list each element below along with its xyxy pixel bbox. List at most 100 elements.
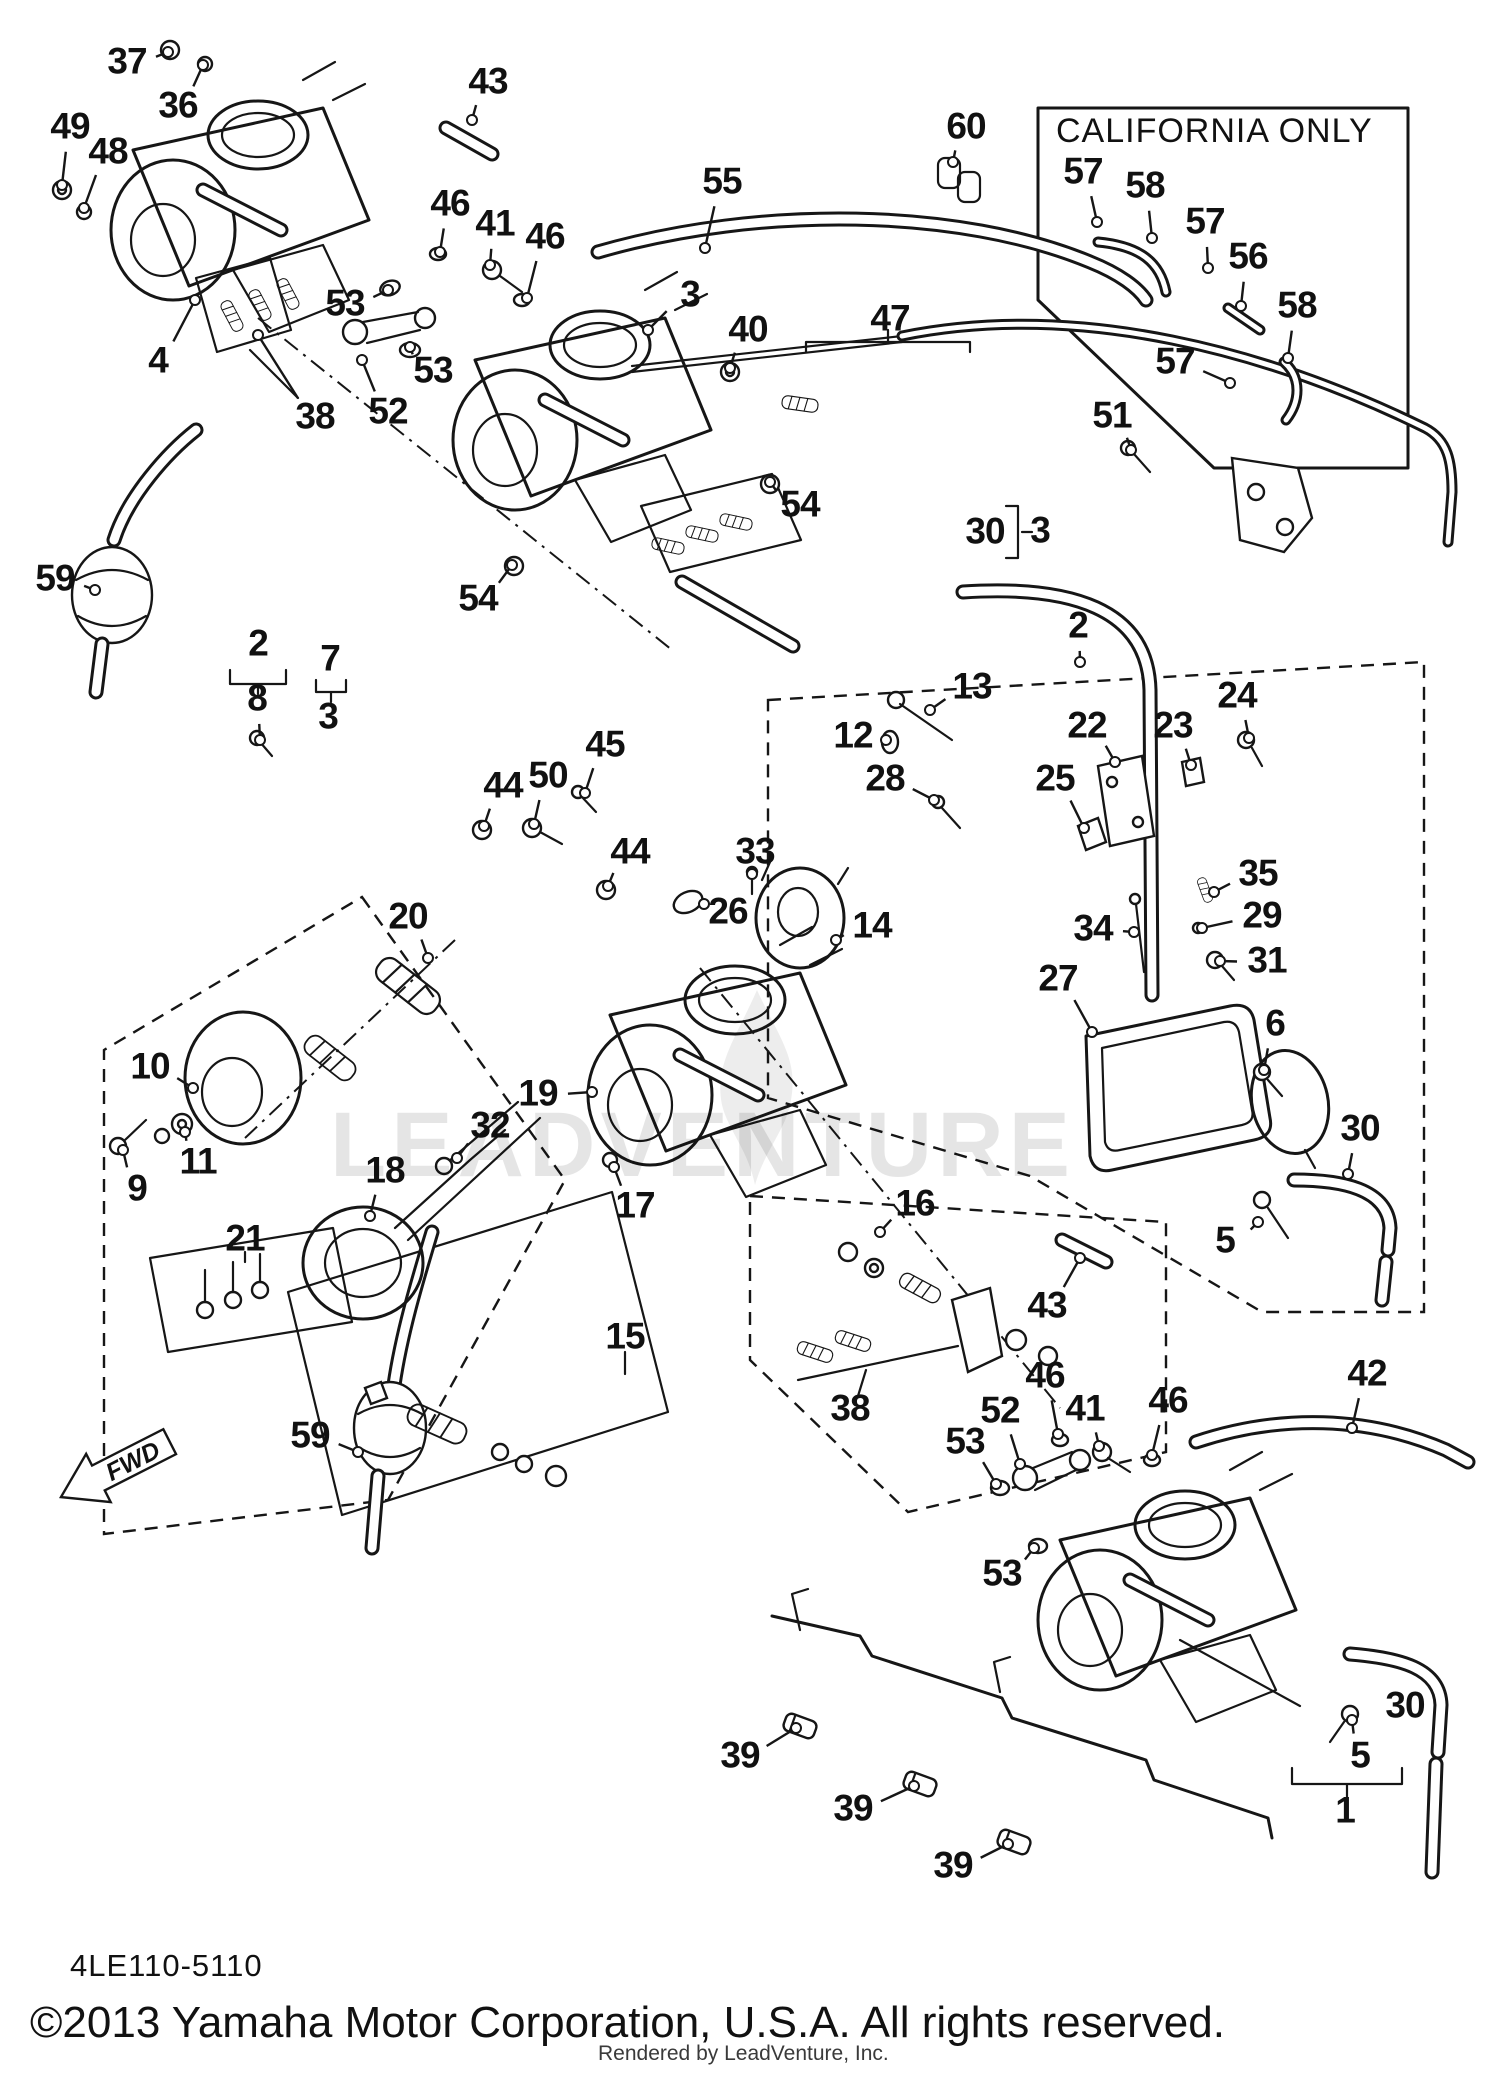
callout-3: 3 xyxy=(680,273,701,315)
callout-45: 45 xyxy=(585,723,625,765)
rendered-by-credit: Rendered by LeadVenture, Inc. xyxy=(598,2042,889,2065)
group-box-21 xyxy=(148,1226,354,1354)
callout-5: 5 xyxy=(1350,1734,1371,1776)
tube-43-lower xyxy=(1054,1232,1114,1270)
callout-49: 49 xyxy=(50,105,90,147)
callout-31: 31 xyxy=(1247,939,1287,981)
callout-13: 13 xyxy=(952,665,992,707)
callout-24: 24 xyxy=(1217,674,1257,716)
callout-32: 32 xyxy=(470,1104,510,1146)
callout-3: 3 xyxy=(1030,509,1051,551)
callout-30: 30 xyxy=(1385,1684,1425,1726)
callout-53: 53 xyxy=(413,349,453,391)
callout-20: 20 xyxy=(388,895,428,937)
callout-29: 29 xyxy=(1242,894,1282,936)
group-box-dashed-left xyxy=(102,895,567,1536)
vent-joint-59-bottom xyxy=(352,1224,440,1556)
callout-2: 2 xyxy=(248,622,269,664)
callout-1: 1 xyxy=(1335,1789,1356,1831)
hose-30-right xyxy=(1286,1172,1398,1308)
hose-30-bottom xyxy=(1342,1646,1449,1880)
callout-4: 4 xyxy=(148,339,169,381)
callout-56: 56 xyxy=(1228,235,1268,277)
callout-58: 58 xyxy=(1125,164,1165,206)
callout-39: 39 xyxy=(833,1787,873,1829)
callout-46: 46 xyxy=(430,182,470,224)
callout-14: 14 xyxy=(852,904,892,946)
callout-57: 57 xyxy=(1185,200,1225,242)
callout-23: 23 xyxy=(1153,704,1193,746)
callout-55: 55 xyxy=(702,160,742,202)
callout-57: 57 xyxy=(1063,150,1103,192)
callout-37: 37 xyxy=(107,40,147,82)
callout-15: 15 xyxy=(605,1315,645,1357)
callout-8: 8 xyxy=(247,677,268,719)
leadventure-watermark: LEADVENTURE xyxy=(330,1094,1076,1196)
callout-44: 44 xyxy=(483,764,523,806)
callout-25: 25 xyxy=(1035,757,1075,799)
callout-6: 6 xyxy=(1265,1002,1286,1044)
callout-51: 51 xyxy=(1092,394,1132,436)
callout-26: 26 xyxy=(708,890,748,932)
callout-5: 5 xyxy=(1215,1219,1236,1261)
california-only-label: CALIFORNIA ONLY xyxy=(1056,112,1373,150)
diagram-part-code: 4LE110-5110 xyxy=(70,1948,263,1983)
callout-39: 39 xyxy=(720,1734,760,1776)
callout-42: 42 xyxy=(1347,1352,1387,1394)
callout-54: 54 xyxy=(458,577,498,619)
callout-43: 43 xyxy=(1027,1284,1067,1326)
callout-21: 21 xyxy=(225,1217,265,1259)
callout-22: 22 xyxy=(1067,704,1107,746)
callout-53: 53 xyxy=(945,1420,985,1462)
callout-7: 7 xyxy=(320,637,341,679)
callout-58: 58 xyxy=(1277,284,1317,326)
callout-9: 9 xyxy=(127,1167,148,1209)
callout-41: 41 xyxy=(1065,1387,1105,1429)
callout-52: 52 xyxy=(368,390,408,432)
tube-43-top xyxy=(438,120,500,162)
callout-57: 57 xyxy=(1155,340,1195,382)
callout-46: 46 xyxy=(1148,1379,1188,1421)
group-box-38-top xyxy=(194,256,293,354)
group-box-15 xyxy=(286,1190,670,1517)
callout-12: 12 xyxy=(833,714,873,756)
hose-42 xyxy=(1188,1415,1476,1470)
callout-46: 46 xyxy=(525,215,565,257)
callout-16: 16 xyxy=(895,1182,935,1224)
callout-60: 60 xyxy=(946,105,986,147)
fuel-pipe xyxy=(674,574,801,654)
callout-18: 18 xyxy=(365,1149,405,1191)
callout-53: 53 xyxy=(325,282,365,324)
callout-52: 52 xyxy=(980,1389,1020,1431)
callout-44: 44 xyxy=(610,830,650,872)
callout-34: 34 xyxy=(1073,907,1113,949)
callout-54: 54 xyxy=(780,483,820,525)
callout-35: 35 xyxy=(1238,852,1278,894)
callout-19: 19 xyxy=(518,1072,558,1114)
callout-11: 11 xyxy=(179,1140,217,1182)
callout-48: 48 xyxy=(88,130,128,172)
callout-46: 46 xyxy=(1025,1354,1065,1396)
callout-28: 28 xyxy=(865,757,905,799)
group-box-dashed-16 xyxy=(748,1194,1168,1514)
copyright-notice: ©2013 Yamaha Motor Corporation, U.S.A. A… xyxy=(30,1998,1225,2047)
callout-39: 39 xyxy=(933,1844,973,1886)
callout-59: 59 xyxy=(290,1414,330,1456)
small-parts xyxy=(51,39,1360,1744)
callout-38: 38 xyxy=(295,395,335,437)
callout-38: 38 xyxy=(830,1387,870,1429)
group-box-dashed-2 xyxy=(766,660,1426,1314)
callout-40: 40 xyxy=(728,308,768,350)
carburetor-3 xyxy=(453,272,711,542)
callout-17: 17 xyxy=(615,1184,655,1226)
callout-41: 41 xyxy=(475,202,515,244)
callout-27: 27 xyxy=(1038,957,1078,999)
callout-59: 59 xyxy=(35,557,75,599)
callout-3: 3 xyxy=(318,695,339,737)
callout-47: 47 xyxy=(870,297,910,339)
hose-30-mid xyxy=(955,583,1160,1003)
callout-30: 30 xyxy=(965,510,1005,552)
callout-50: 50 xyxy=(528,754,568,796)
